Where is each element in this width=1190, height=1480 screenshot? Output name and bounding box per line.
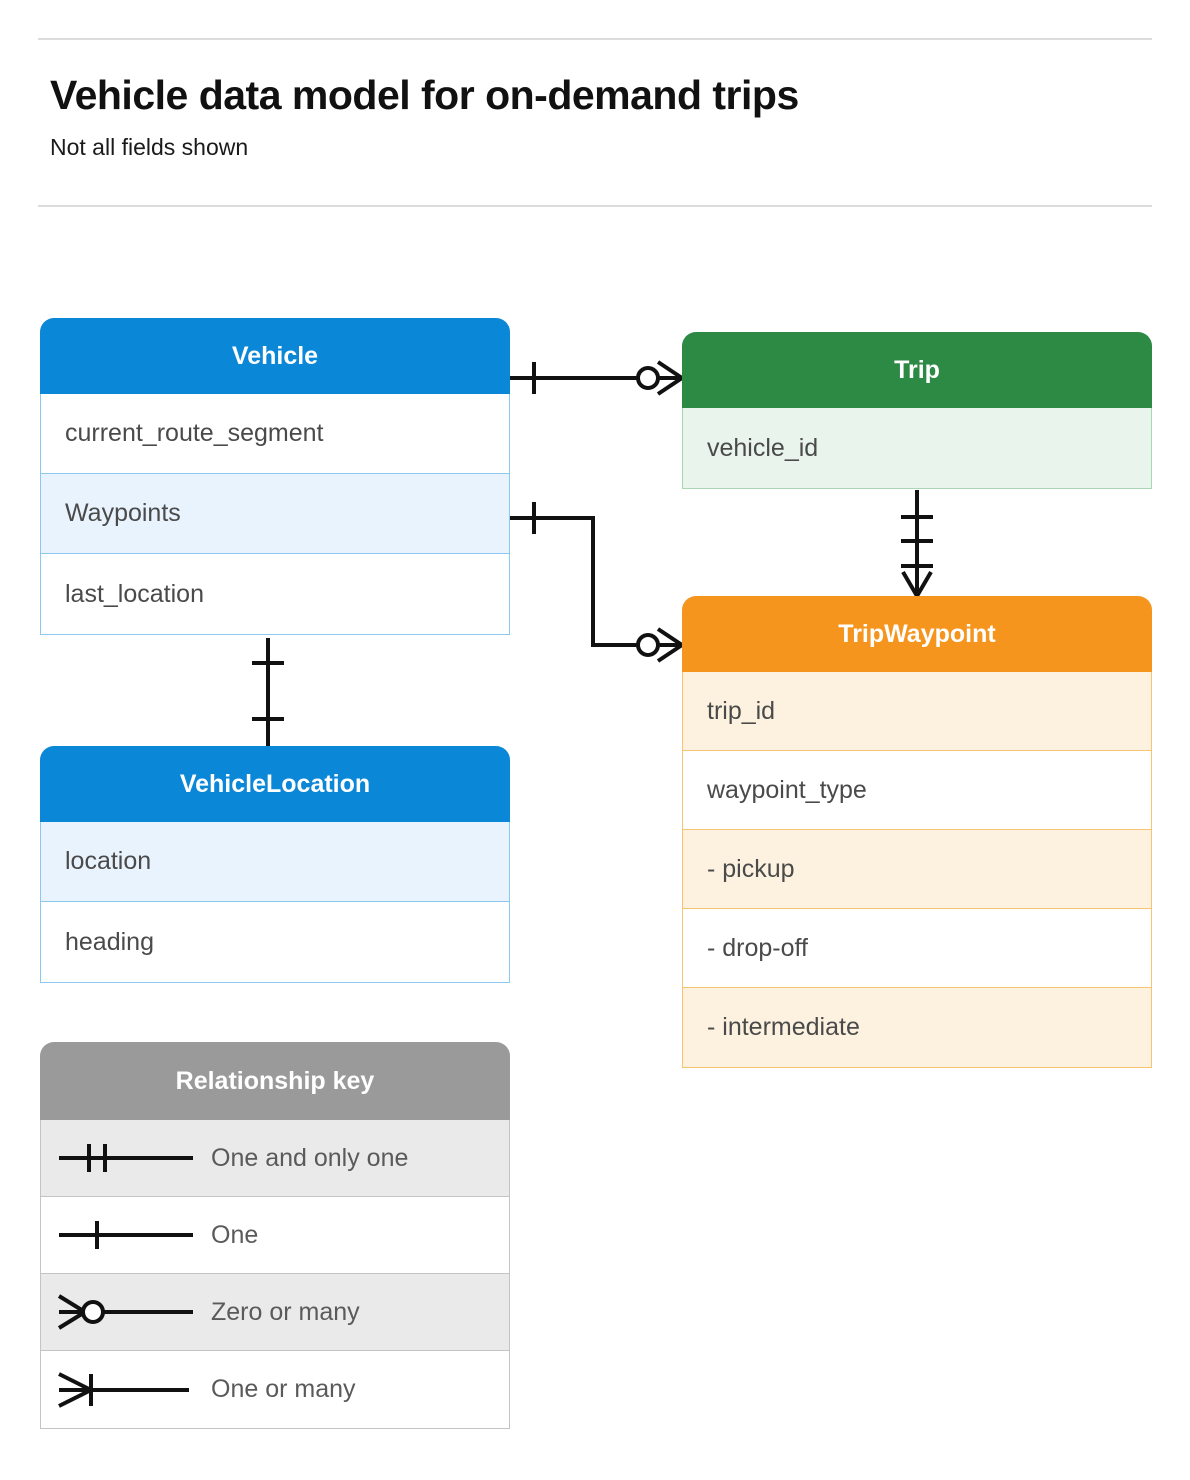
entity-trip-fields: vehicle_id	[682, 408, 1152, 489]
entity-trip-waypoint-fields: trip_id waypoint_type - pickup - drop-of…	[682, 672, 1152, 1068]
field-row: Waypoints	[41, 474, 509, 554]
entity-trip-waypoint[interactable]: TripWaypoint trip_id waypoint_type - pic…	[682, 596, 1152, 1068]
entity-trip-title: Trip	[682, 332, 1152, 408]
field-row: current_route_segment	[41, 394, 509, 474]
field-row: trip_id	[683, 672, 1151, 751]
entity-vehicle-location-title: VehicleLocation	[40, 746, 510, 822]
legend-label: One and only one	[211, 1143, 409, 1172]
entity-vehicle-location[interactable]: VehicleLocation location heading	[40, 746, 510, 983]
legend-label: One or many	[211, 1375, 356, 1403]
one-or-many-icon	[41, 1368, 211, 1412]
field-row: vehicle_id	[683, 408, 1151, 488]
legend-label: Zero or many	[211, 1297, 360, 1326]
legend-label: One	[211, 1220, 259, 1249]
field-row: last_location	[41, 554, 509, 634]
page-title: Vehicle data model for on-demand trips	[50, 72, 799, 118]
field-row: - pickup	[683, 830, 1151, 909]
field-row: heading	[41, 902, 509, 982]
field-row: waypoint_type	[683, 751, 1151, 830]
zero-or-many-icon	[41, 1290, 211, 1334]
page-subtitle: Not all fields shown	[50, 134, 249, 160]
entity-vehicle-fields: current_route_segment Waypoints last_loc…	[40, 394, 510, 635]
field-row: location	[41, 822, 509, 902]
legend-row: One and only one	[41, 1120, 509, 1197]
entity-trip-waypoint-title: TripWaypoint	[682, 596, 1152, 672]
header-divider-bottom	[38, 205, 1152, 207]
entity-trip[interactable]: Trip vehicle_id	[682, 332, 1152, 489]
header-divider-top	[38, 38, 1152, 40]
field-row: - drop-off	[683, 909, 1151, 988]
relationship-key-title: Relationship key	[40, 1042, 510, 1120]
connector-waypoints-tripwaypoint	[510, 516, 640, 647]
one-icon	[41, 1215, 211, 1255]
relationship-key-legend[interactable]: Relationship key One and only one	[40, 1042, 510, 1429]
legend-row: One	[41, 1197, 509, 1274]
field-row: - intermediate	[683, 988, 1151, 1067]
entity-vehicle-title: Vehicle	[40, 318, 510, 394]
entity-vehicle-location-fields: location heading	[40, 822, 510, 983]
legend-row: Zero or many	[41, 1274, 509, 1351]
entity-vehicle[interactable]: Vehicle current_route_segment Waypoints …	[40, 318, 510, 635]
one-and-only-one-icon	[41, 1138, 211, 1178]
relationship-key-rows: One and only one One	[40, 1120, 510, 1429]
legend-row: One or many	[41, 1351, 509, 1428]
